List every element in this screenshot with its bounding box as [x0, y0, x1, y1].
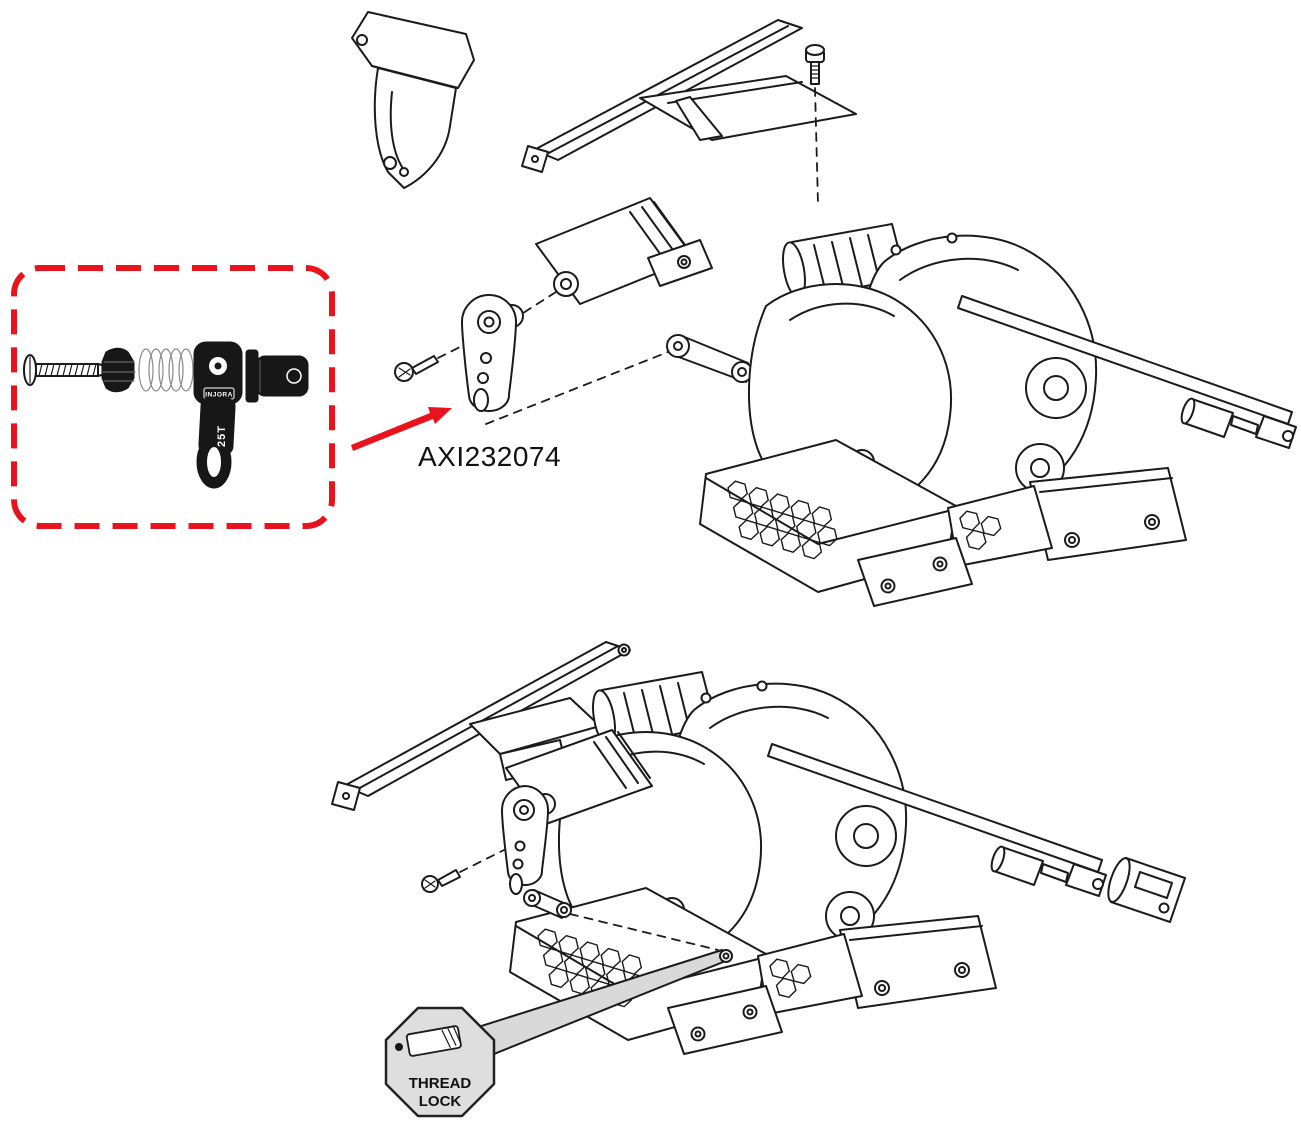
assembly-axis-line	[569, 913, 719, 951]
part-callout: INJORA 25T	[11, 265, 335, 529]
part-spring	[138, 348, 194, 392]
callout-dashed-border	[11, 265, 335, 529]
steering-link	[666, 334, 753, 383]
transmission-assembly	[700, 224, 1296, 606]
brand-label: INJORA	[205, 392, 233, 399]
upper-exploded-view	[351, 11, 1296, 606]
glue-tube-icon	[405, 1025, 462, 1057]
teeth-count-label: 25T	[216, 425, 228, 447]
thread-lock-label-line1: THREAD	[409, 1075, 472, 1092]
transmission-assembly-lower	[510, 672, 1186, 1054]
servo	[505, 197, 713, 325]
part-screw	[23, 354, 106, 386]
servo-horn-exploded	[461, 294, 669, 425]
part-horn-25t: INJORA 25T	[193, 341, 243, 489]
horn-screw-lower	[421, 849, 505, 893]
pointer-arrow	[351, 407, 452, 451]
servo-mount-bracket	[351, 11, 475, 189]
leader-screw-dot	[395, 1043, 403, 1051]
lower-assembled-view: THREAD LOCK	[331, 641, 1186, 1118]
horn-screw	[394, 346, 461, 382]
part-number-label: AXI232074	[418, 441, 561, 472]
chassis-rail	[521, 19, 857, 173]
servo-horn-installed	[500, 785, 572, 919]
mount-screw	[805, 44, 825, 205]
thread-lock-callout: THREAD LOCK	[384, 948, 733, 1118]
part-washer	[101, 347, 136, 393]
part-adapter	[245, 349, 309, 403]
thread-lock-label-line2: LOCK	[419, 1093, 462, 1110]
